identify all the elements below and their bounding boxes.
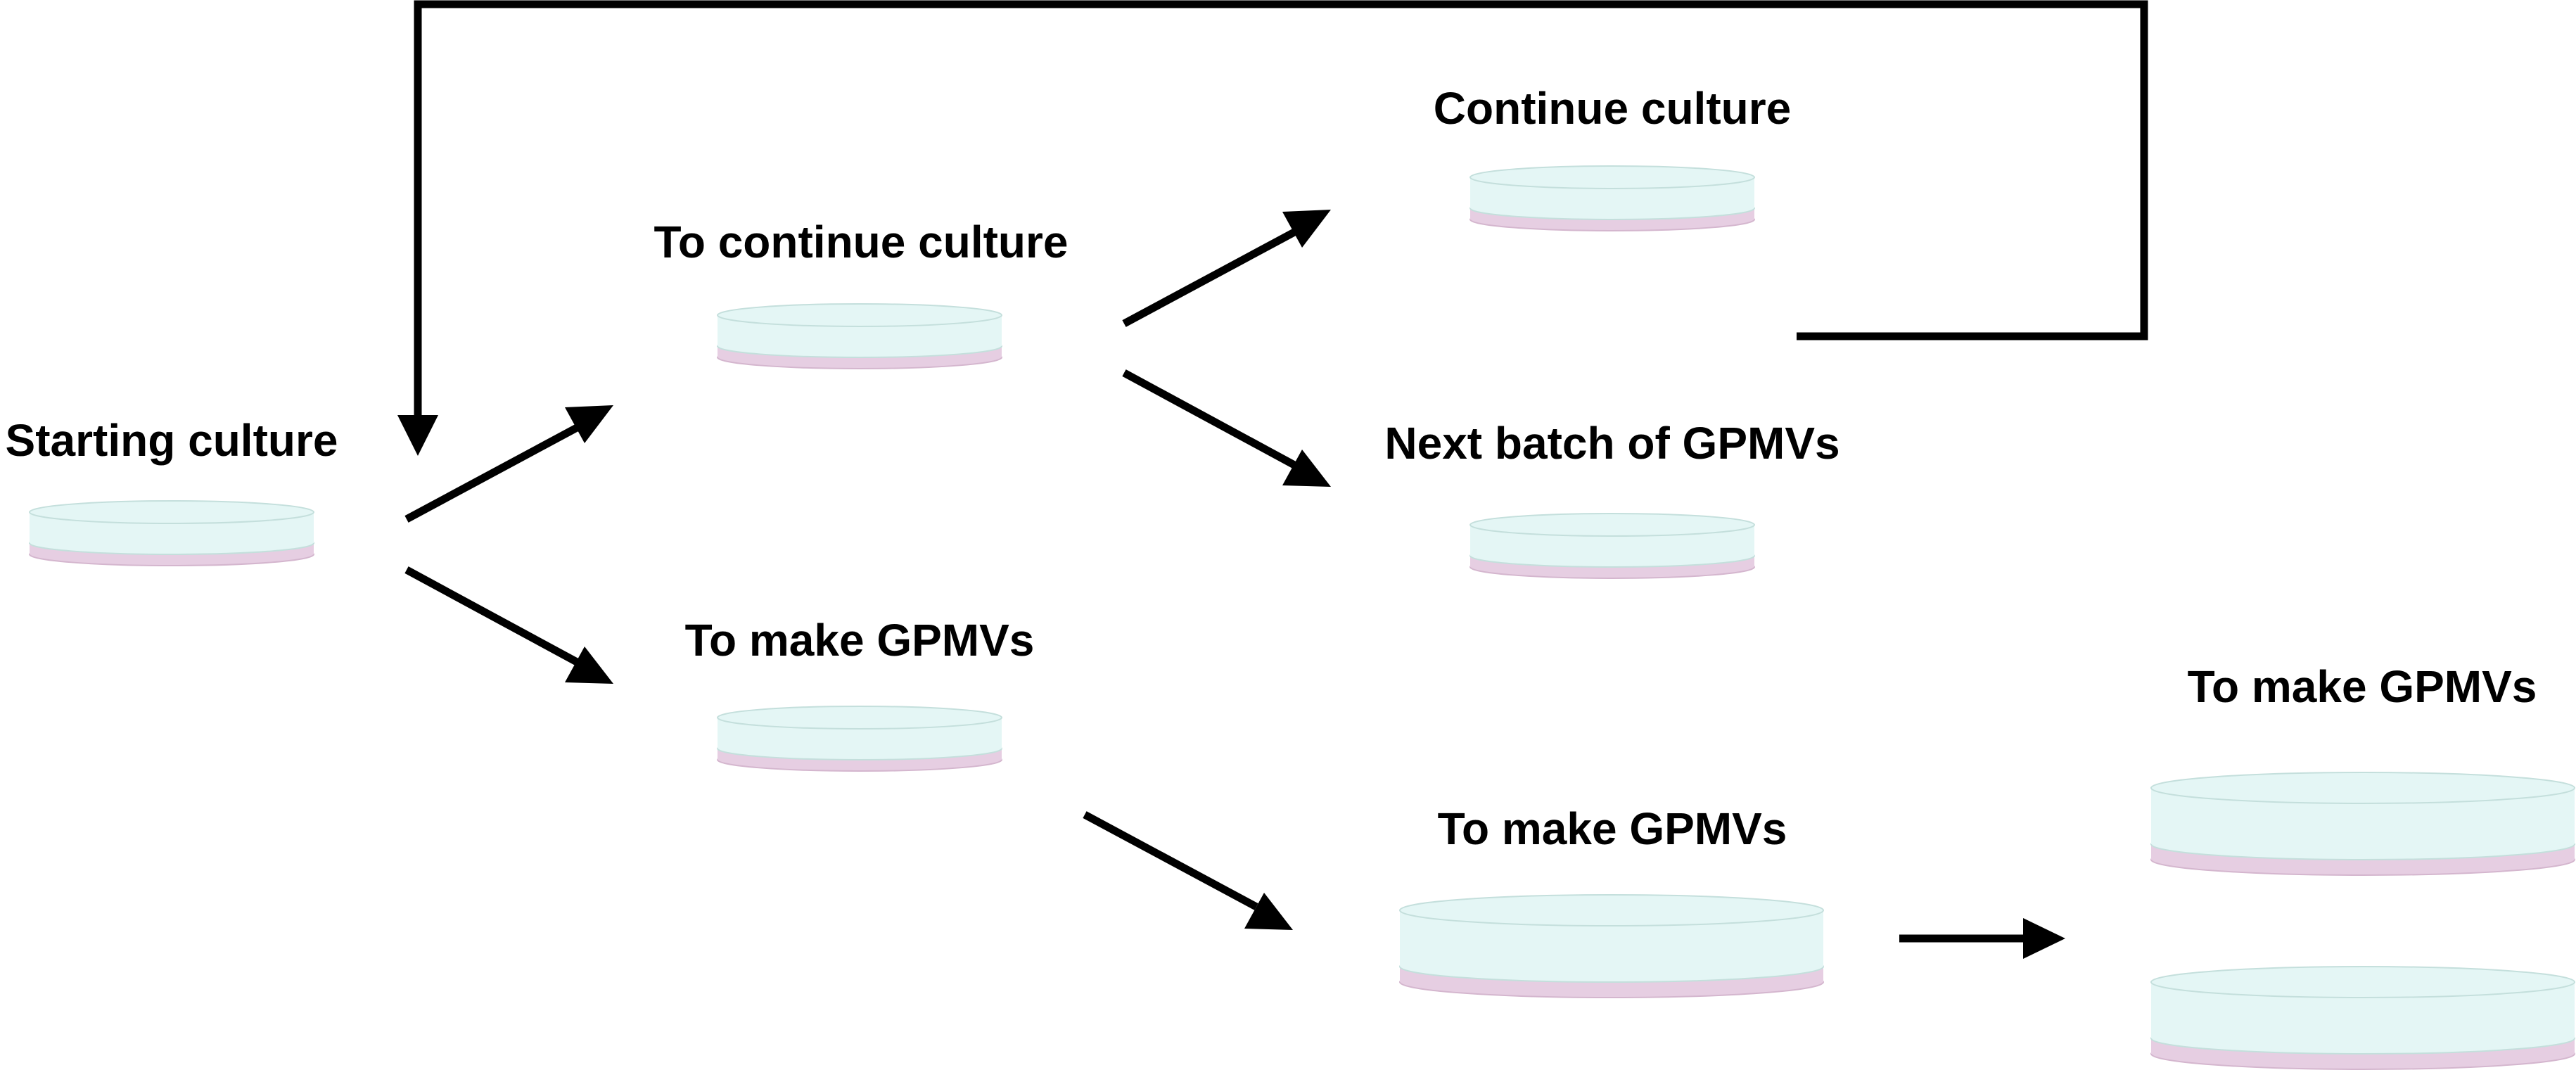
dish-next-batch xyxy=(1469,513,1755,579)
label-next-batch-of-gpmvs: Next batch of GPMVs xyxy=(1384,418,1839,469)
arrow-large-dish-to-final xyxy=(1899,918,2065,959)
label-to-make-gpmvs-large: To make GPMVs xyxy=(1438,803,1787,854)
arrow-continue-to-continue-culture xyxy=(1122,210,1331,327)
dish-starting-culture xyxy=(29,500,314,566)
arrow-start-to-continue xyxy=(404,405,613,523)
arrow-start-to-gpmvs xyxy=(404,566,613,684)
arrow-gpmvs-to-large-dish xyxy=(1083,811,1293,930)
arrow-continue-to-next-batch xyxy=(1122,369,1331,487)
label-to-make-gpmvs-final: To make GPMVs xyxy=(2188,661,2537,712)
label-starting-culture: Starting culture xyxy=(6,415,338,466)
dish-final-bottom xyxy=(2150,966,2575,1070)
dish-to-make-gpmvs-mid xyxy=(717,706,1002,772)
dish-to-make-gpmvs-large xyxy=(1399,894,1824,998)
dish-to-continue-culture xyxy=(717,303,1002,369)
label-to-continue-culture: To continue culture xyxy=(653,217,1068,267)
label-continue-culture: Continue culture xyxy=(1434,83,1791,134)
dish-continue-culture xyxy=(1469,165,1755,231)
dish-final-top xyxy=(2150,772,2575,876)
loop-arrow-back-to-start xyxy=(397,0,2148,456)
label-to-make-gpmvs-mid: To make GPMVs xyxy=(685,615,1035,666)
